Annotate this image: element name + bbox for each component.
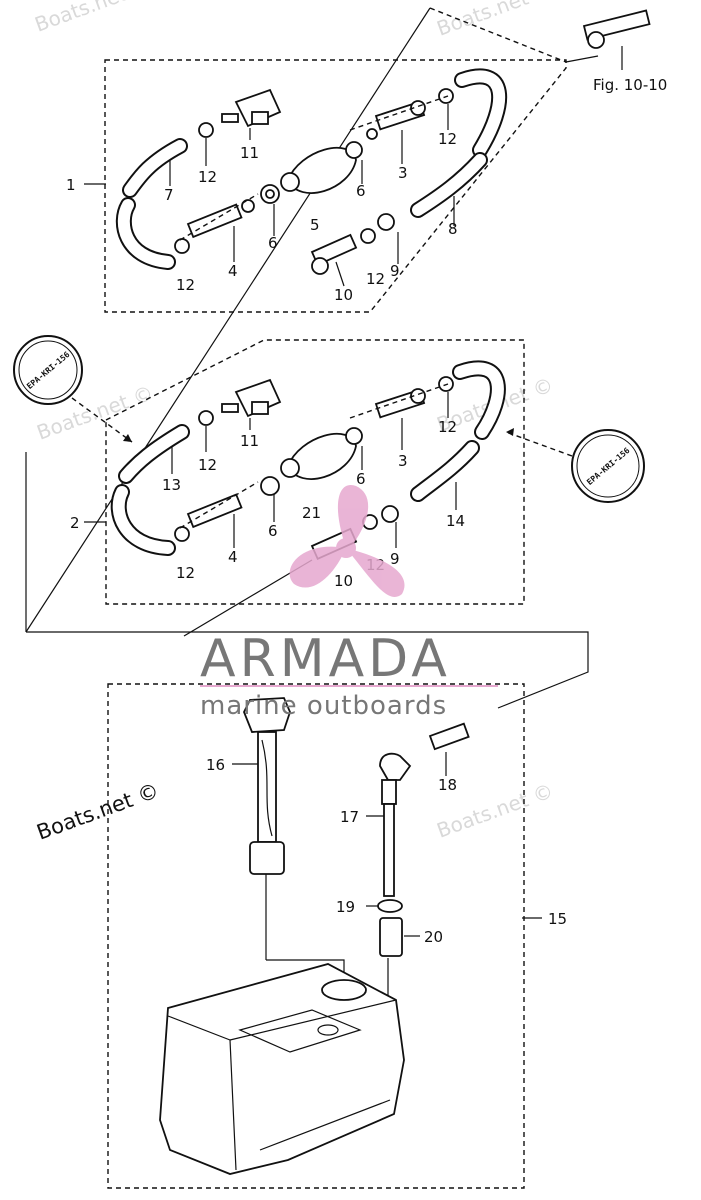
hose-assembly-1 [25, 7, 599, 633]
callout-6: 6 [356, 470, 366, 488]
watermark-brand: ARMADA [200, 629, 451, 689]
callout-1: 1 [66, 176, 76, 194]
watermark-site: Boats.net [434, 0, 532, 41]
callout-8: 8 [448, 220, 458, 238]
callout-12: 12 [438, 418, 457, 436]
callout-12: 12 [366, 270, 385, 288]
callout-14: 14 [446, 512, 465, 530]
callout-20: 20 [424, 928, 443, 946]
callout-16: 16 [206, 756, 225, 774]
callout-6: 6 [268, 522, 278, 540]
callout-2: 2 [70, 514, 80, 532]
callout-10: 10 [334, 286, 353, 304]
callout-12: 12 [176, 276, 195, 294]
callout-10: 10 [334, 572, 353, 590]
callout-6: 6 [356, 182, 366, 200]
fig-ref-part: Fig. 10-10 [582, 9, 667, 94]
fig-reference: Fig. 10-10 [593, 76, 667, 94]
callout-9: 9 [390, 262, 400, 280]
callout-12: 12 [198, 168, 217, 186]
callout-18: 18 [438, 776, 457, 794]
callout-12: 12 [176, 564, 195, 582]
watermark-brand-sub: marine outboards [200, 691, 447, 721]
callout-12: 12 [198, 456, 217, 474]
callout-4: 4 [228, 262, 238, 280]
epa-stamp-left: EPA-KRI-156 [13, 335, 133, 443]
callout-7: 7 [164, 186, 174, 204]
callout-11: 11 [240, 144, 259, 162]
callouts-assembly-2: 2 11 12 13 12 6 3 14 21 6 4 12 9 12 10 [70, 418, 465, 590]
callout-9: 9 [390, 550, 400, 568]
watermark-site: Boats.net [32, 0, 130, 37]
callout-21: 21 [302, 504, 321, 522]
callouts-tank: 16 17 18 19 20 15 [206, 756, 567, 946]
epa-stamp-right: EPA-KRI-156 [505, 428, 645, 503]
callout-13: 13 [162, 476, 181, 494]
callout-5: 5 [310, 216, 320, 234]
callout-11: 11 [240, 432, 259, 450]
armada-watermark: ARMADA marine outboards [200, 484, 498, 721]
callout-15: 15 [548, 910, 567, 928]
callout-12: 12 [438, 130, 457, 148]
propeller-logo [289, 484, 405, 597]
callout-19: 19 [336, 898, 355, 916]
watermark-site-dark: Boats.net © [34, 778, 163, 844]
fuel-tank-assembly [107, 683, 542, 1189]
callouts-assembly-1: 1 11 12 7 12 6 3 8 5 6 4 12 9 12 10 [66, 130, 458, 304]
callout-3: 3 [398, 452, 408, 470]
callout-17: 17 [340, 808, 359, 826]
callout-6: 6 [268, 234, 278, 252]
callout-3: 3 [398, 164, 408, 182]
callout-4: 4 [228, 548, 238, 566]
